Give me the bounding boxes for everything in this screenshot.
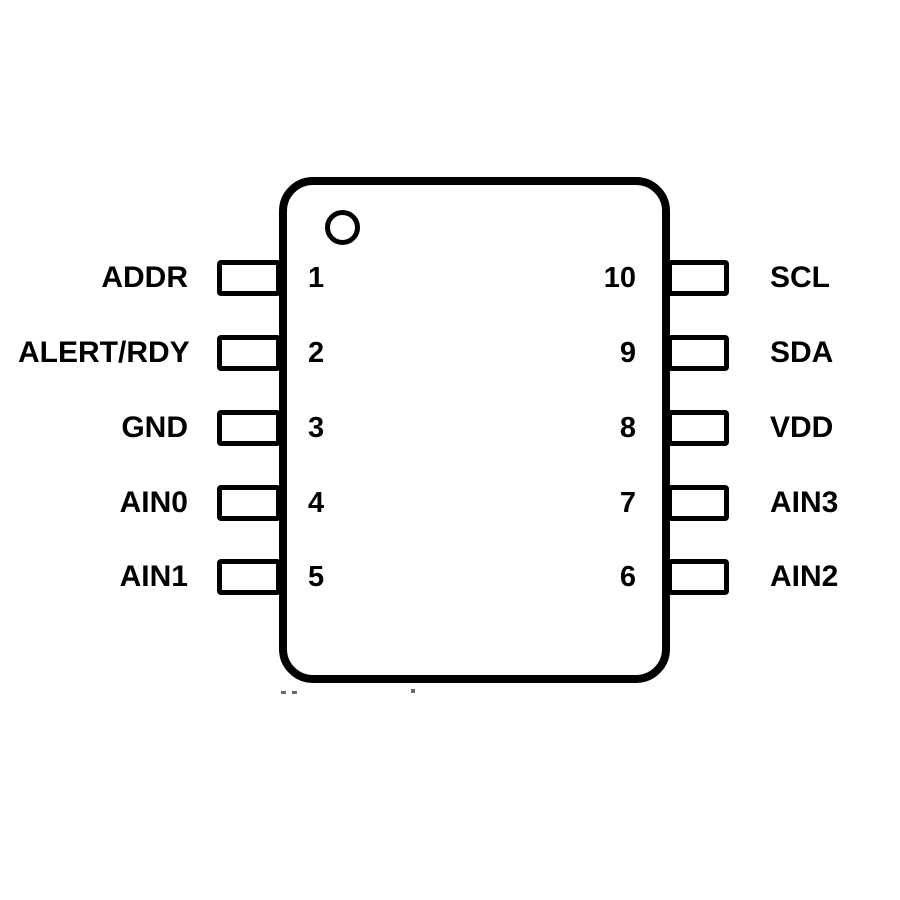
pin-number-6: 6 [619, 561, 636, 593]
pin-lead-right-9 [667, 335, 729, 371]
pin-label-ain0: AIN0 [119, 486, 188, 519]
pin-row-1-10: ADDR 1 10 SCL [0, 259, 900, 297]
cropped-text-artifact [281, 691, 286, 694]
pin-lead-right-7 [667, 485, 729, 521]
pin-label-gnd: GND [121, 411, 188, 444]
pin-label-addr: ADDR [101, 261, 188, 294]
pin-row-4-7: AIN0 4 7 AIN3 [0, 484, 900, 522]
pin-lead-right-10 [667, 260, 729, 296]
pin-number-3: 3 [308, 412, 325, 444]
cropped-text-artifact [292, 691, 297, 694]
pin-number-4: 4 [308, 487, 325, 519]
pin-label-ain1: AIN1 [119, 560, 188, 593]
pin-number-9: 9 [619, 337, 636, 369]
pin-number-7: 7 [619, 487, 636, 519]
pin-label-vdd: VDD [770, 411, 834, 444]
pin-lead-left-1 [217, 260, 281, 296]
pin1-indicator-circle-icon [325, 210, 360, 245]
pin-label-alert-rdy: ALERT/RDY [18, 336, 190, 369]
pin-row-3-8: GND 3 8 VDD [0, 409, 900, 447]
pin-lead-right-6 [667, 559, 729, 595]
pin-number-5: 5 [308, 561, 325, 593]
pin-lead-right-8 [667, 410, 729, 446]
pin-lead-left-3 [217, 410, 281, 446]
pin-lead-left-2 [217, 335, 281, 371]
pin-label-sda: SDA [770, 336, 834, 369]
pin-number-10: 10 [603, 262, 636, 294]
pin-row-5-6: AIN1 5 6 AIN2 [0, 558, 900, 596]
pin-number-8: 8 [619, 412, 636, 444]
cropped-text-artifact [411, 689, 415, 693]
pin-row-2-9: ALERT/RDY 2 9 SDA [0, 334, 900, 372]
chip-body-outline [279, 177, 670, 683]
pin-lead-left-4 [217, 485, 281, 521]
pin-label-ain3: AIN3 [770, 486, 839, 519]
pin-label-ain2: AIN2 [770, 560, 839, 593]
pin-number-2: 2 [308, 337, 325, 369]
pin-lead-left-5 [217, 559, 281, 595]
pin-label-scl: SCL [770, 261, 830, 294]
pin-number-1: 1 [308, 262, 325, 294]
